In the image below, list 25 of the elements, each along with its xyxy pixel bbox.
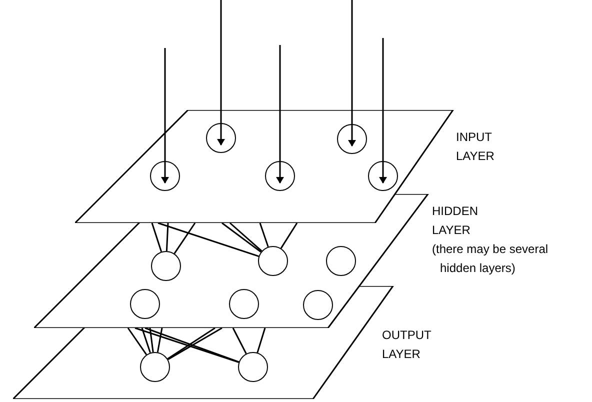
connection-line: [174, 222, 196, 254]
input-arrow: [348, 0, 356, 147]
connection-line: [149, 328, 154, 352]
connection-line: [259, 222, 269, 248]
input-arrow: [161, 48, 169, 184]
layer-label: HIDDEN LAYER: [432, 203, 480, 239]
note-text: (there may be several hidden layers): [432, 241, 550, 277]
connection-line: [156, 328, 163, 352]
connection-line: [151, 222, 162, 252]
layer-label: OUTPUT LAYER: [382, 327, 432, 363]
connection-line: [168, 327, 222, 360]
layer-label: INPUT LAYER: [456, 129, 496, 165]
connection-line: [230, 222, 262, 252]
connection-line: [280, 222, 298, 249]
connection-line: [127, 328, 148, 356]
connection-line: [166, 222, 169, 252]
input-arrow: [217, 0, 225, 146]
connection-line: [158, 222, 259, 257]
connection-line: [167, 327, 216, 360]
connection-line: [256, 328, 266, 353]
connection-line: [222, 222, 262, 253]
input-arrow: [379, 38, 387, 184]
connection-line: [141, 328, 151, 353]
input-arrow: [276, 45, 284, 184]
connection-line: [232, 328, 247, 354]
